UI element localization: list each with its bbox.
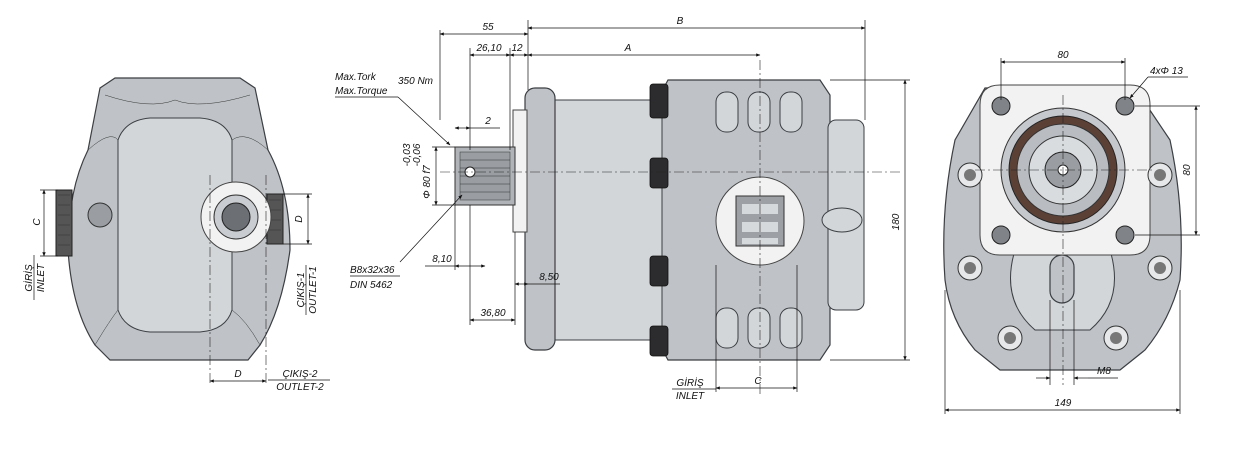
dim-36-80: 36,80 (480, 308, 505, 319)
left-outlet1-label: OUTLET-1 (308, 266, 319, 313)
spline-label-1: B8x32x36 (350, 265, 395, 276)
dim-2: 2 (484, 116, 491, 127)
middle-giris-label: GİRİŞ (676, 377, 704, 389)
dim-180: 180 (891, 213, 902, 230)
flange-hole-bl (991, 225, 1011, 245)
left-view: C D D GİRİŞ INLET ÇIKIŞ-1 OUTLET-1 ÇIKIŞ… (23, 77, 330, 393)
spline-label-2: DIN 5462 (350, 280, 393, 291)
middle-view-adapter (544, 99, 663, 341)
middle-dim-c: C (754, 376, 762, 387)
middle-inlet-label: INLET (676, 391, 705, 402)
left-cikis1-label: ÇIKIŞ-1 (296, 272, 307, 307)
left-dim-c: C (32, 218, 43, 226)
torque-value: 350 Nm (398, 76, 433, 87)
right-view: 80 4xΦ 13 80 M8 149 (943, 50, 1200, 414)
dim-b: B (677, 16, 684, 27)
dim-55: 55 (482, 22, 494, 33)
max-torque-label: Max.Torque (335, 86, 388, 97)
left-dim-d: D (294, 215, 305, 222)
left-cikis2-label: ÇIKIŞ-2 (282, 369, 317, 380)
holes-label: 4xΦ 13 (1150, 66, 1183, 77)
shaft-tol-lower: -0,06 (412, 143, 423, 166)
left-inlet-label: INLET (36, 263, 47, 292)
max-tork-label: Max.Tork (335, 72, 377, 83)
left-outlet2-label: OUTLET-2 (276, 382, 324, 393)
shaft-tol-upper: -0,03 (402, 143, 413, 166)
left-inlet-port (55, 189, 73, 257)
dim-80-top: 80 (1057, 50, 1069, 61)
dim-80-side: 80 (1182, 164, 1193, 176)
dim-a: A (624, 43, 632, 54)
dim-26-10: 26,10 (475, 43, 501, 54)
shaft-dia: Φ 80 f7 (422, 165, 433, 199)
flange-hole-br (1115, 225, 1135, 245)
dim-8-50: 8,50 (539, 272, 559, 283)
dim-m8: M8 (1097, 366, 1111, 377)
middle-view: 55 B 26,10 12 A Max.Tork Max.Torque 350 … (335, 16, 910, 402)
dim-12: 12 (511, 43, 523, 54)
dim-149: 149 (1055, 398, 1072, 409)
left-giris-label: GİRİŞ (23, 264, 35, 292)
dim-8-10: 8,10 (432, 254, 452, 265)
left-dim-d-bottom: D (234, 369, 241, 380)
